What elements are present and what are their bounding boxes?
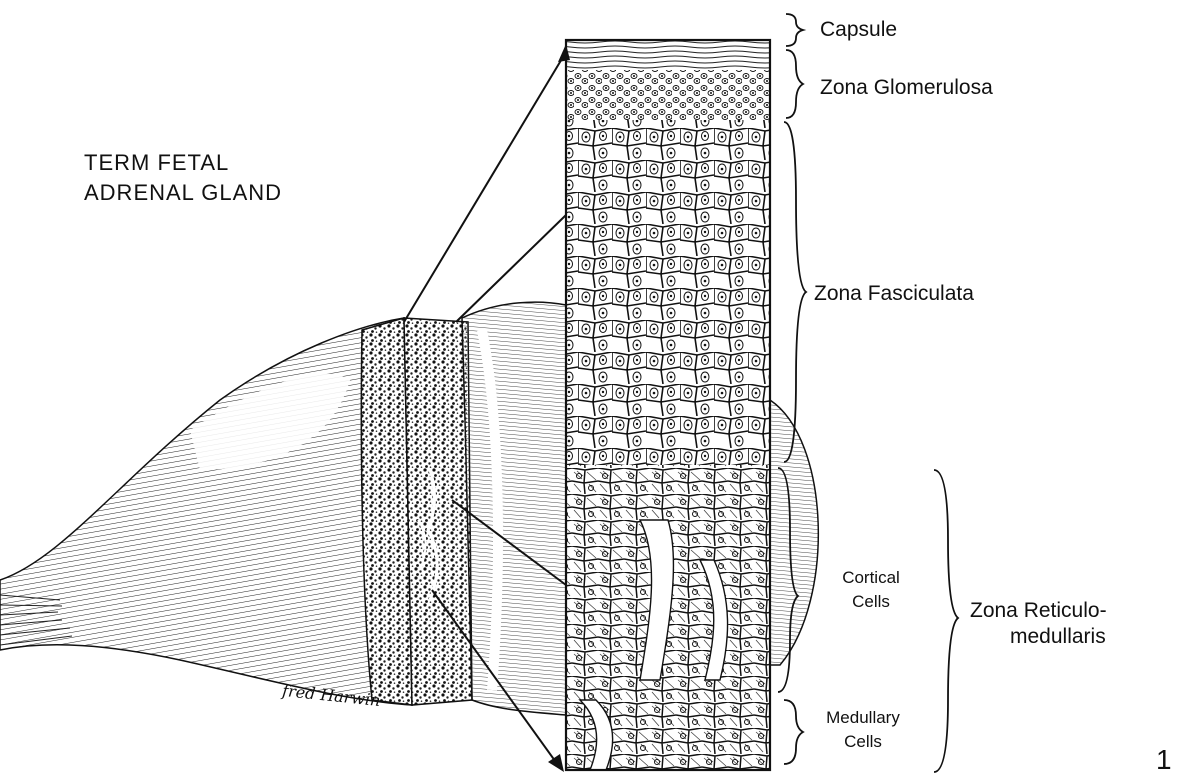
label-zona-reticulomedullaris-line1: Zona Reticulo-	[970, 598, 1180, 624]
title-line-2: ADRENAL GLAND	[84, 180, 282, 206]
label-capsule: Capsule	[820, 18, 897, 42]
fasciculata-layer	[566, 120, 770, 465]
label-cortical-cells-line1: Cortical	[826, 566, 916, 590]
figure-number: 1	[1156, 744, 1172, 776]
glomerulosa-layer	[566, 70, 770, 120]
gland-body	[0, 318, 412, 705]
label-medullary-cells: Medullary Cells	[808, 706, 918, 754]
label-medullary-cells-line2: Cells	[808, 730, 918, 754]
label-cortical-cells: Cortical Cells	[826, 566, 916, 614]
label-cortical-cells-line2: Cells	[826, 590, 916, 614]
capsule-layer	[566, 40, 770, 70]
label-braces	[778, 14, 958, 772]
label-zona-reticulomedullaris-line2: medullaris	[970, 624, 1180, 650]
label-zona-fasciculata: Zona Fasciculata	[814, 282, 974, 306]
label-medullary-cells-line1: Medullary	[808, 706, 918, 730]
title-line-1: TERM FETAL	[84, 150, 229, 176]
gland-cut-face	[361, 318, 472, 705]
histology-column	[566, 40, 770, 770]
label-zona-glomerulosa: Zona Glomerulosa	[820, 76, 993, 100]
label-zona-reticulomedullaris: Zona Reticulo- medullaris	[970, 598, 1180, 650]
